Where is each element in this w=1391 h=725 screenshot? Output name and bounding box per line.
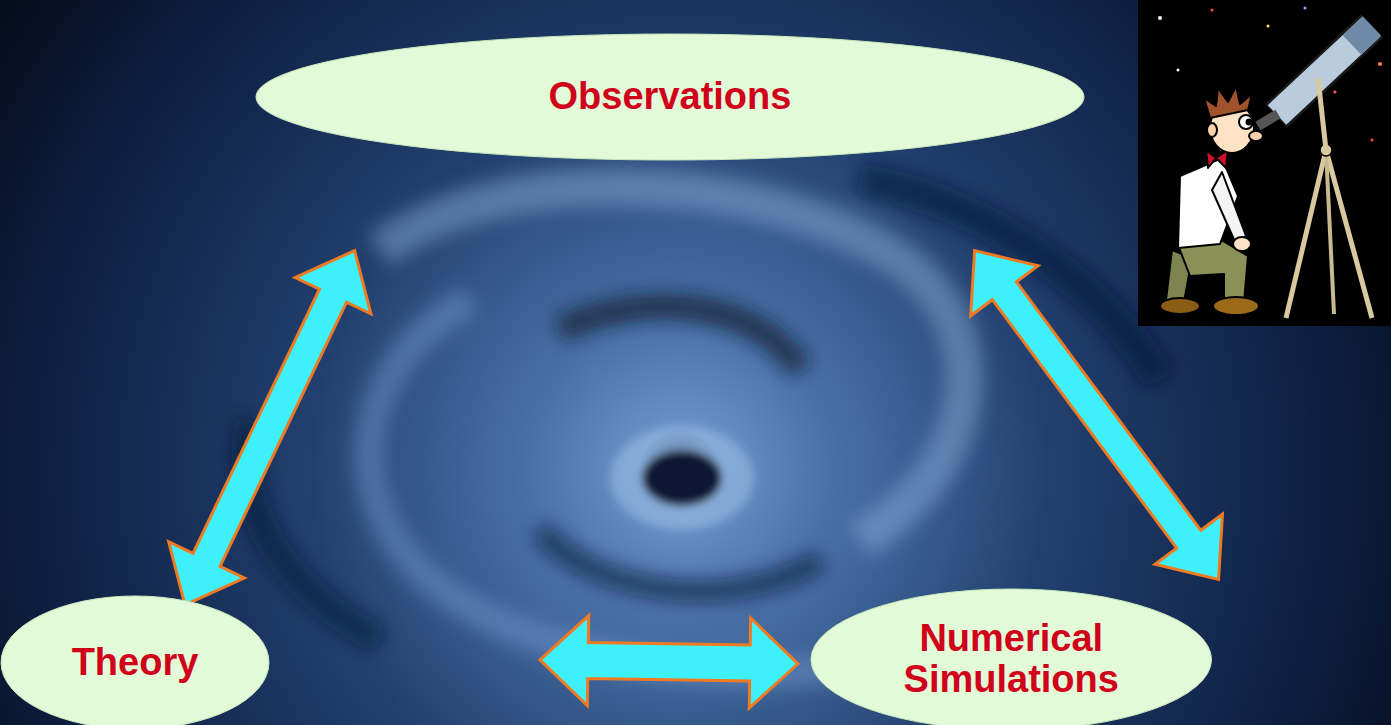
ellipse-node: Numerical Simulations — [810, 588, 1213, 725]
arm — [1212, 172, 1246, 244]
hair — [1204, 86, 1252, 118]
swirl-dark — [540, 530, 820, 591]
ellipse-outline — [811, 589, 1211, 725]
star — [1334, 91, 1337, 94]
star — [1378, 62, 1382, 66]
swirl-dark — [560, 307, 800, 370]
night-panel — [1138, 0, 1391, 326]
double-arrow — [971, 251, 1223, 580]
core-hole — [642, 450, 722, 506]
tripod-leg — [1286, 150, 1326, 318]
hand — [1233, 237, 1251, 251]
telescope — [1258, 26, 1372, 156]
ellipse-node: Observations — [255, 33, 1085, 161]
pupil — [1247, 120, 1252, 125]
double-arrow — [169, 251, 371, 605]
text-holder: Observations — [549, 76, 792, 117]
swirl-core — [610, 426, 754, 530]
stars — [1158, 7, 1382, 142]
shoe — [1160, 298, 1200, 314]
ellipse-outline — [256, 34, 1084, 160]
telescope-mount — [1318, 78, 1326, 150]
nose — [1249, 131, 1263, 141]
star — [1304, 7, 1307, 10]
tripod-leg — [1326, 150, 1334, 314]
double-arrow — [540, 616, 798, 708]
node-label: Theory — [72, 642, 199, 683]
telescope-outline — [1276, 26, 1372, 116]
text-holder: Theory — [72, 642, 199, 683]
star — [1211, 9, 1214, 12]
telescope-eyepiece — [1258, 114, 1278, 126]
star — [1177, 69, 1180, 72]
core-ring — [610, 426, 754, 530]
star — [1267, 25, 1270, 28]
shoe — [1213, 297, 1259, 315]
star — [1371, 139, 1374, 142]
node-label: Observations — [549, 76, 792, 117]
text-holder: Numerical Simulations — [886, 618, 1136, 700]
telescope-lens — [1352, 26, 1372, 45]
astronomer — [1160, 86, 1263, 315]
star — [1158, 16, 1162, 20]
tripod — [1286, 150, 1372, 318]
tripod-leg — [1326, 150, 1372, 318]
ellipse-node: Theory — [0, 595, 270, 725]
ear — [1207, 123, 1217, 137]
ellipse-outline — [1, 596, 269, 725]
eye — [1239, 115, 1253, 129]
node-label: Numerical Simulations — [886, 618, 1136, 700]
swirl-arm — [380, 187, 964, 540]
